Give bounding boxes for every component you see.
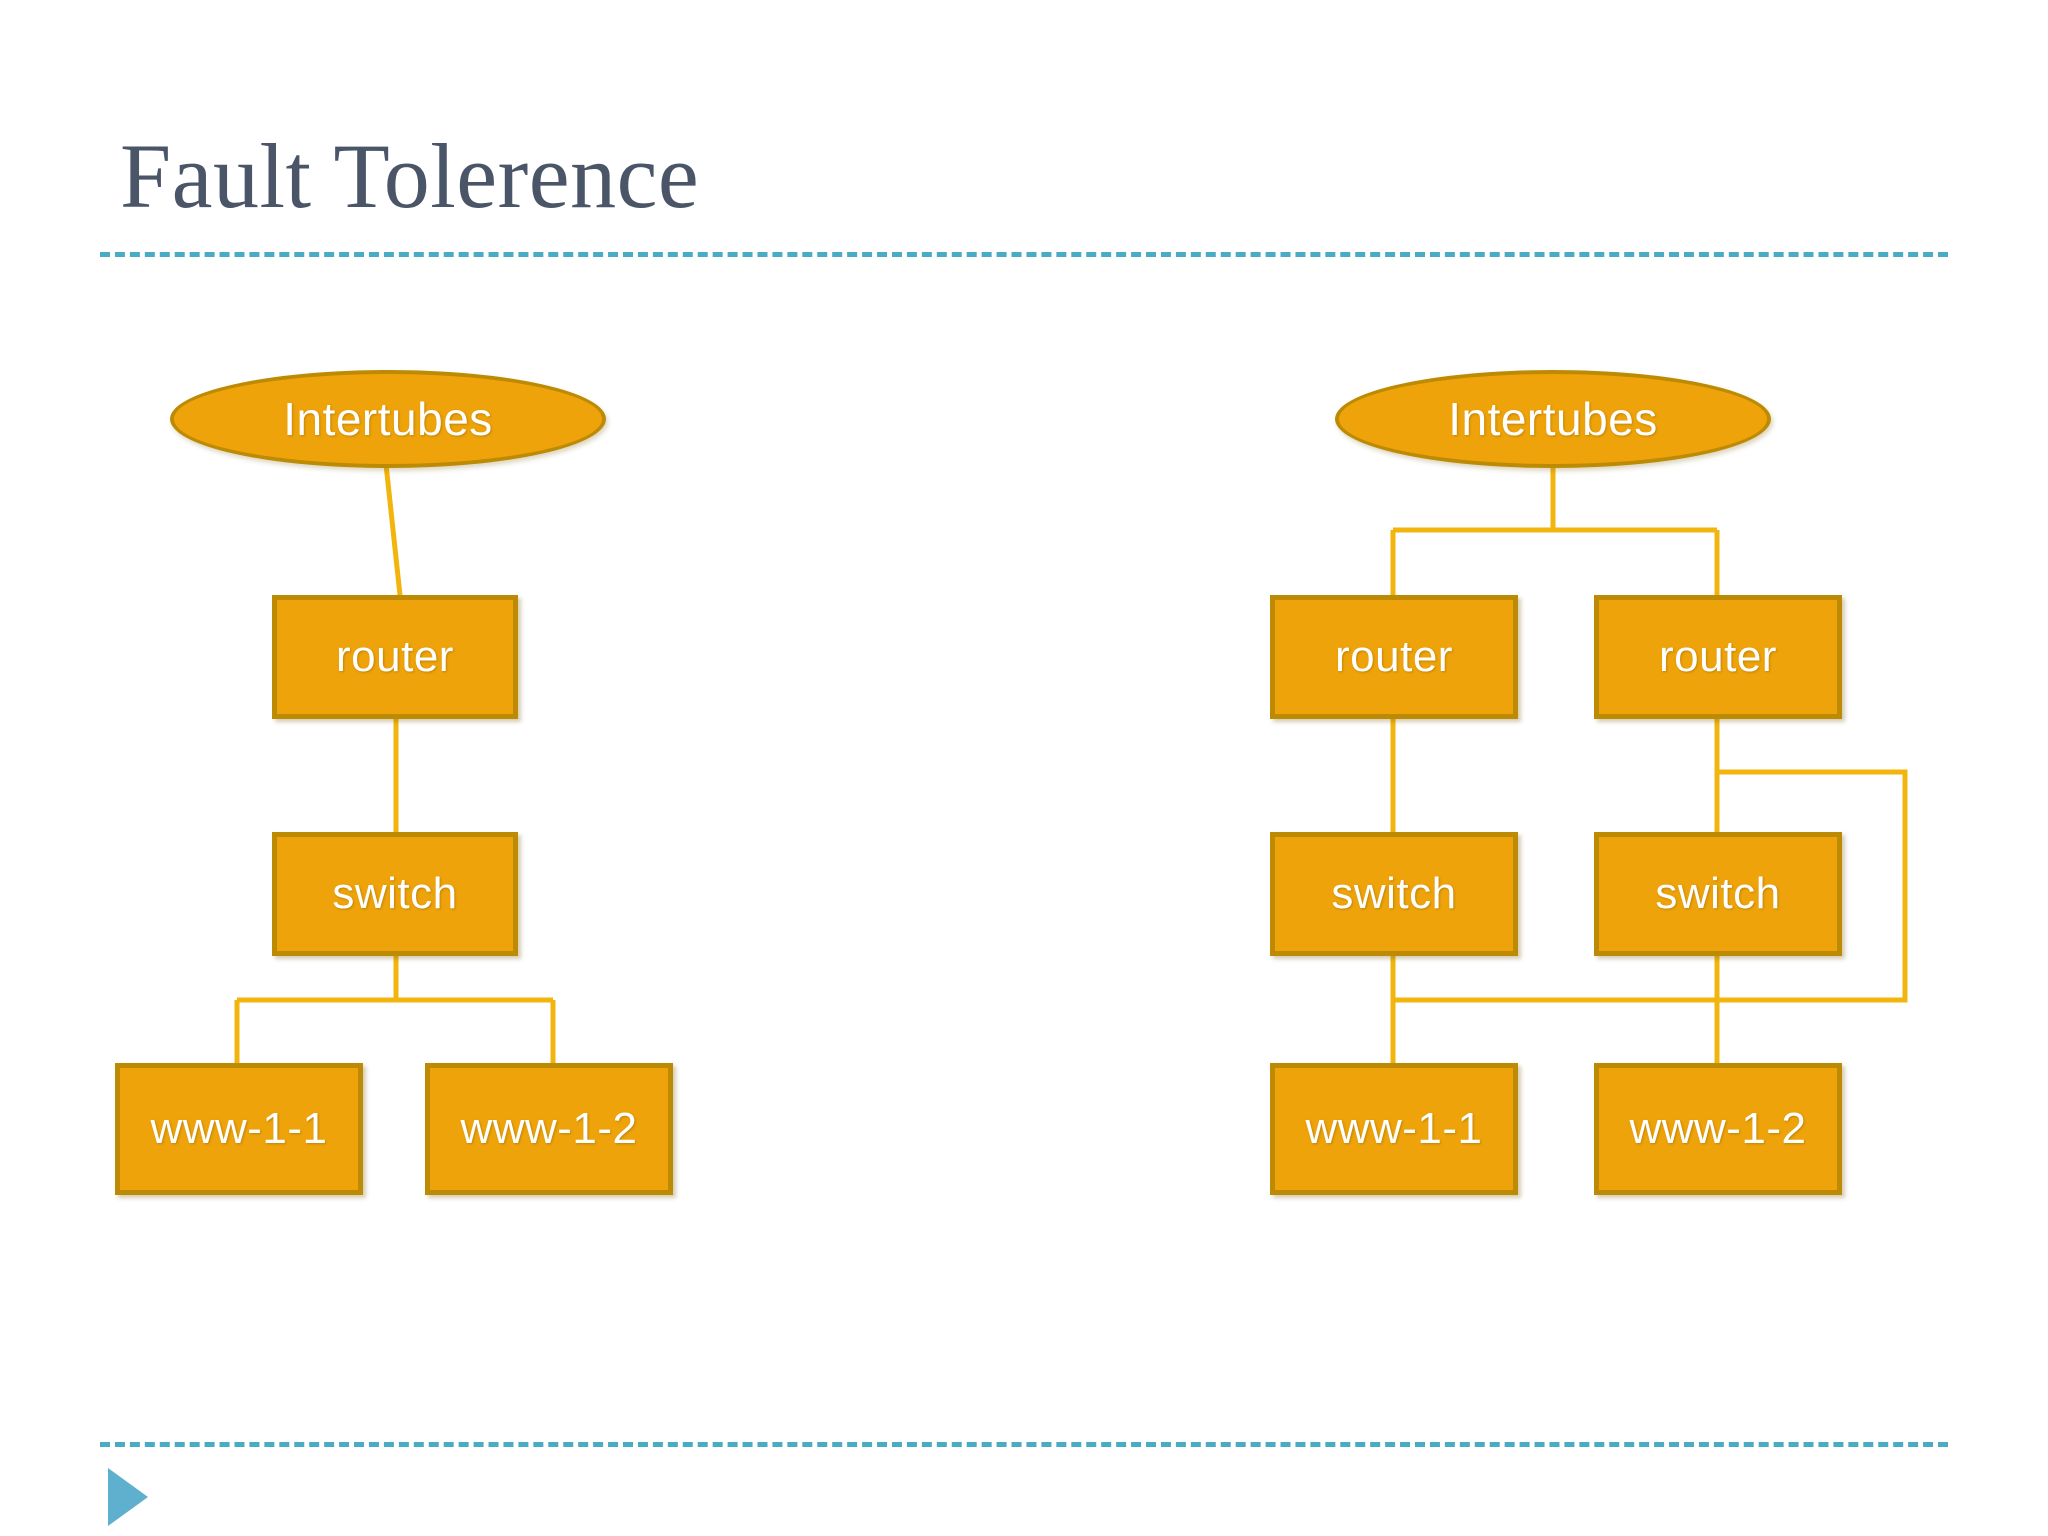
node-switch-left[interactable]: switch — [272, 832, 518, 956]
node-www-1-2-left[interactable]: www-1-2 — [425, 1063, 673, 1195]
footer-divider-bottom — [100, 1442, 1948, 1447]
node-switch-right-right[interactable]: switch — [1594, 832, 1842, 956]
node-intertubes-right[interactable]: Intertubes — [1335, 370, 1771, 468]
node-router-left[interactable]: router — [272, 595, 518, 719]
node-www-1-1-left[interactable]: www-1-1 — [115, 1063, 363, 1195]
node-intertubes-left[interactable]: Intertubes — [170, 370, 606, 468]
node-switch-left-right[interactable]: switch — [1270, 832, 1518, 956]
edge-cloud-to-router-left — [382, 454, 403, 596]
node-router-left-right[interactable]: router — [1270, 595, 1518, 719]
node-router-right-right[interactable]: router — [1594, 595, 1842, 719]
page-title: Fault Tolerence — [120, 125, 700, 227]
node-www-1-2-right[interactable]: www-1-2 — [1594, 1063, 1842, 1195]
title-divider-top — [100, 252, 1948, 257]
node-www-1-1-right[interactable]: www-1-1 — [1270, 1063, 1518, 1195]
play-triangle-icon[interactable] — [108, 1468, 148, 1526]
